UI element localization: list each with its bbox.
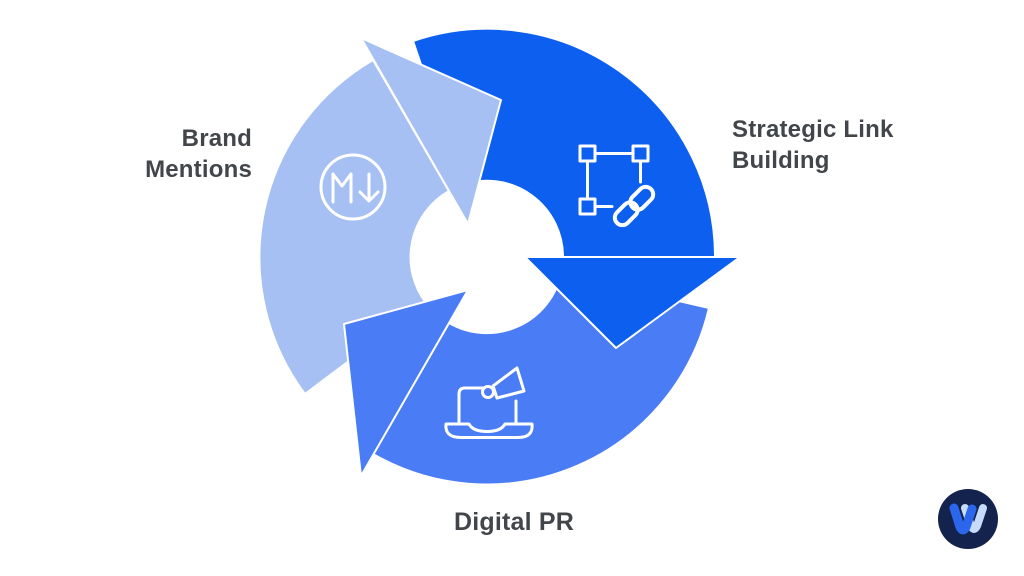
- label-strategic-link-building: Strategic Link Building: [732, 116, 894, 174]
- markdown-download-icon: [319, 153, 387, 221]
- w-logo-icon: [938, 489, 998, 549]
- link-selection-icon: [578, 144, 656, 228]
- arrow-brand-mentions-head: [360, 37, 502, 225]
- label-digital-pr: Digital PR: [453, 508, 575, 536]
- label-brand-mentions: Brand Mentions: [145, 125, 252, 183]
- megaphone-laptop-icon: [444, 366, 534, 439]
- arrow-strategic-link-body: [412, 27, 717, 258]
- logo-front-stroke: [949, 503, 977, 535]
- arrow-strategic-link-head: [524, 256, 741, 349]
- arrow-digital-pr-head: [343, 289, 469, 477]
